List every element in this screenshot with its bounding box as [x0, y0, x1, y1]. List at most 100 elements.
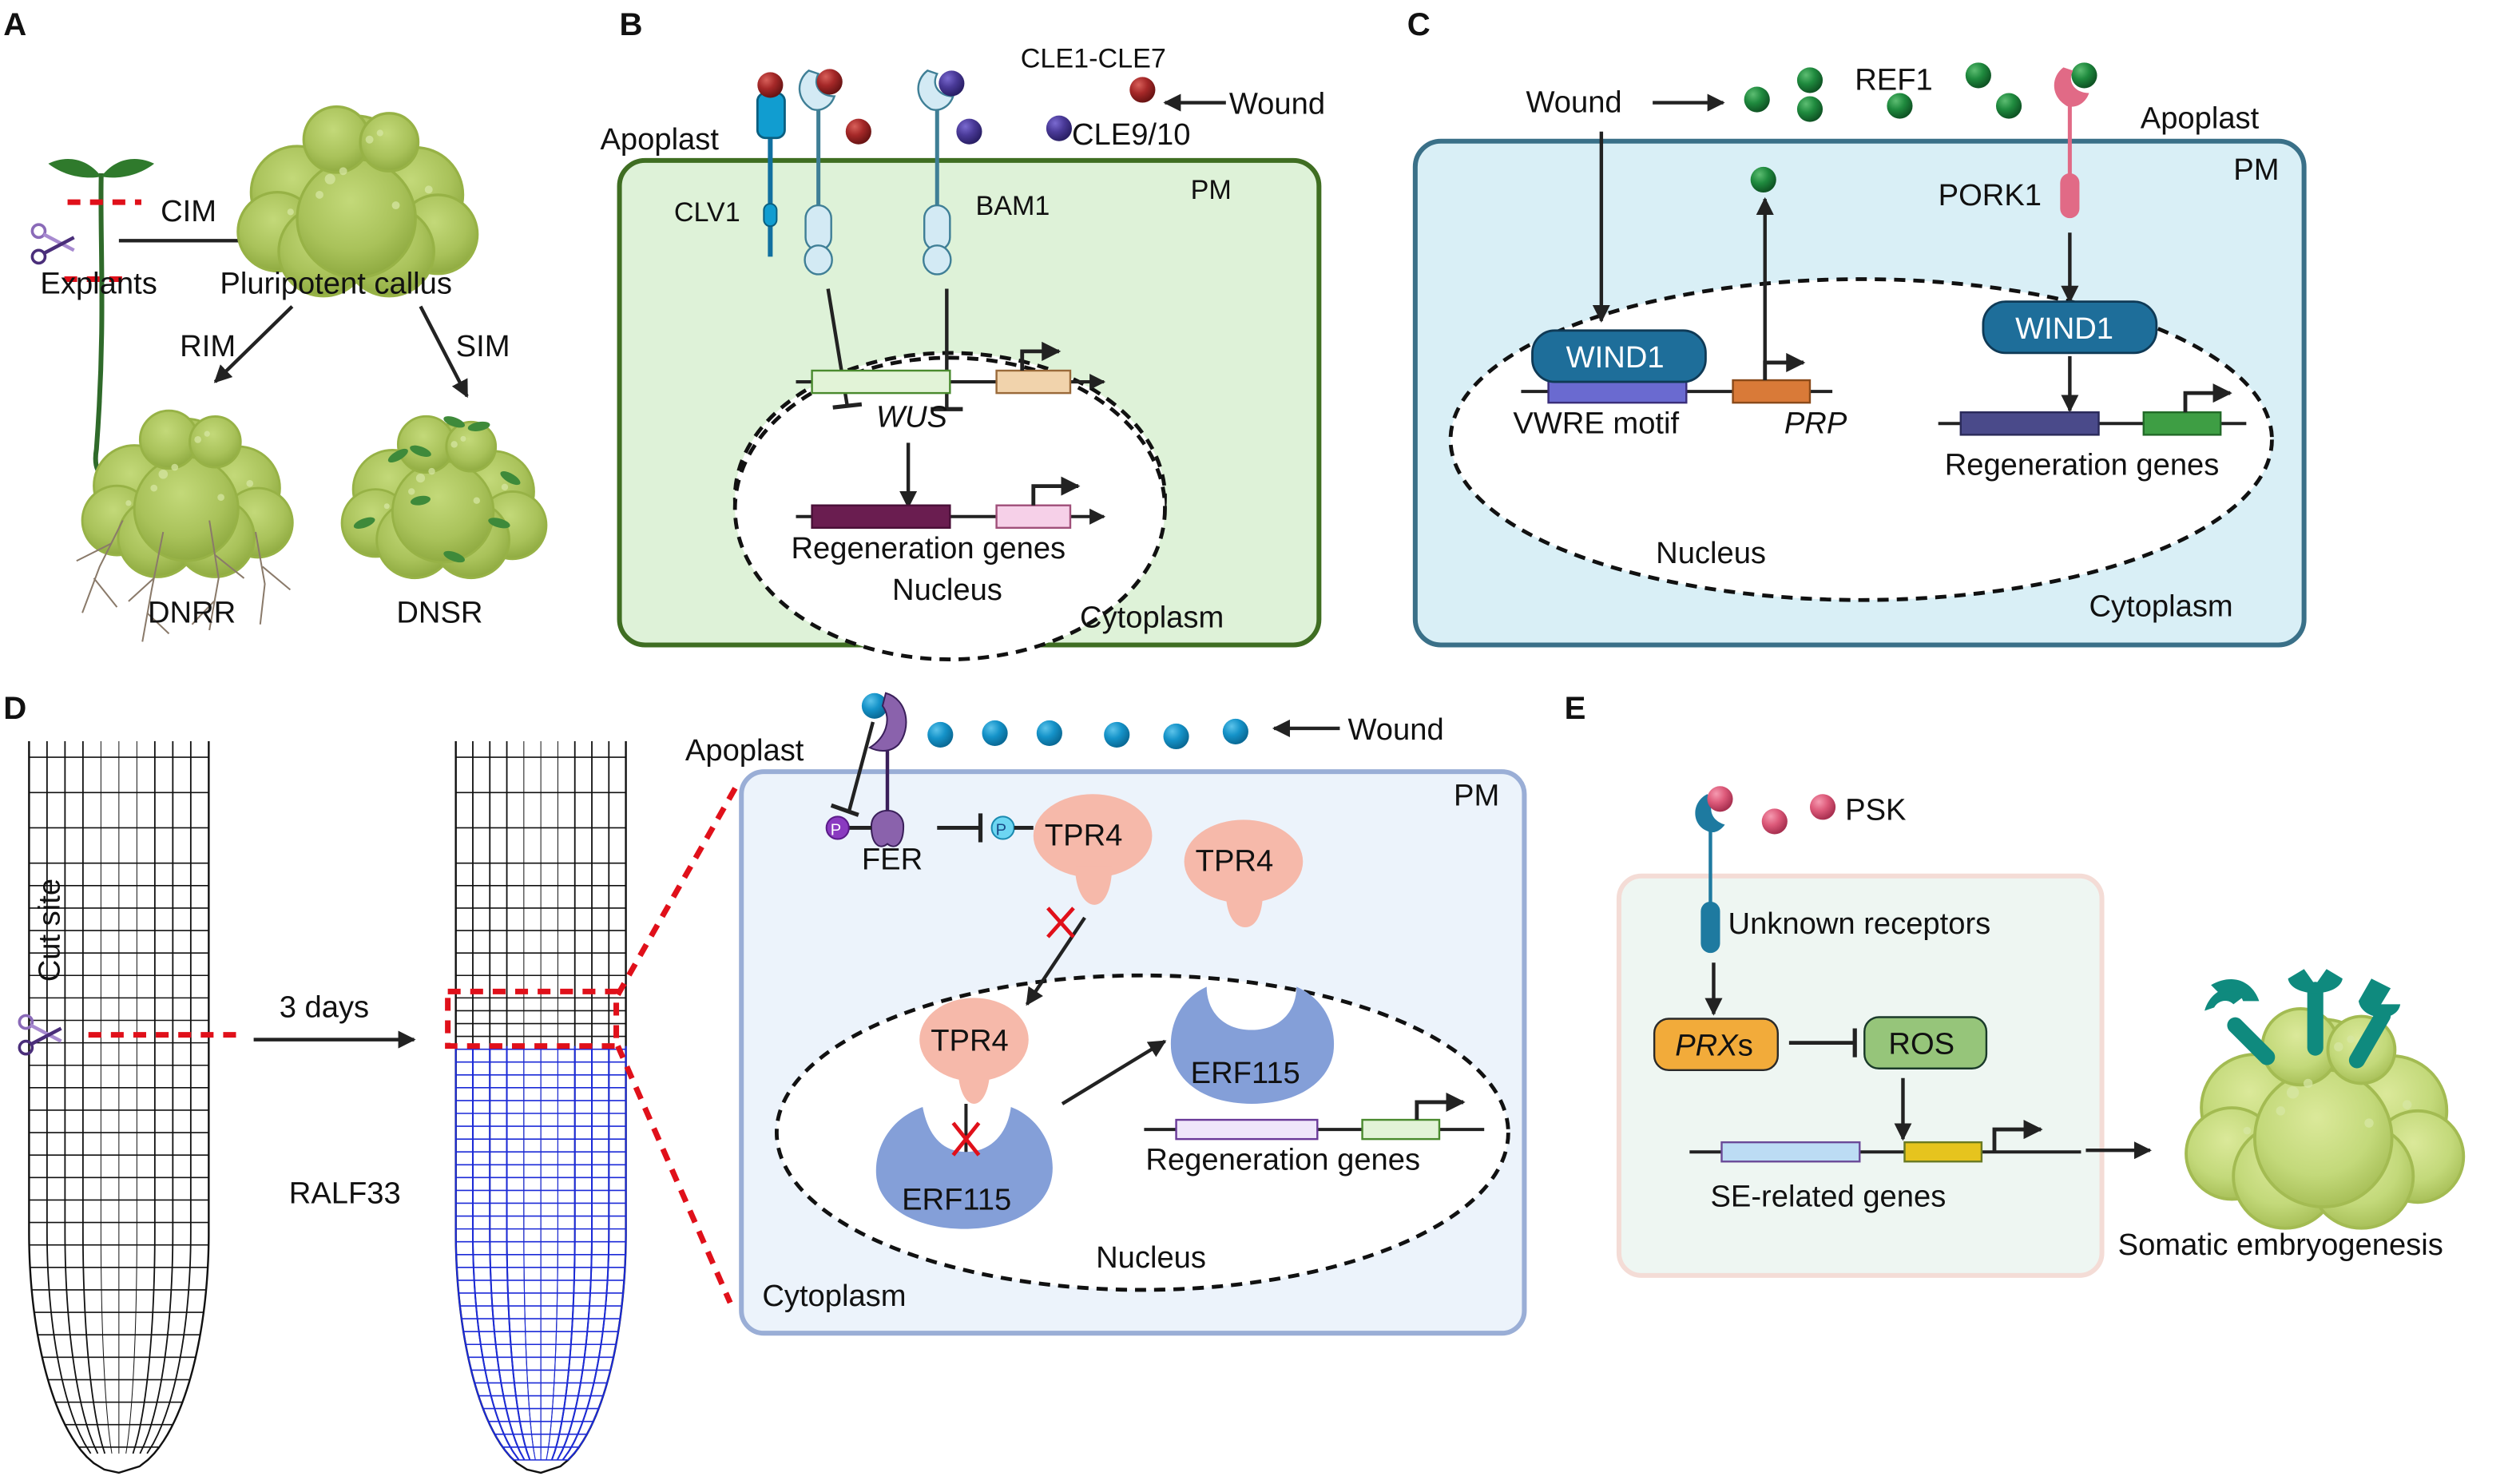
pm-label: PM	[2233, 153, 2279, 187]
regeneration-genes-label: Regeneration genes	[1945, 448, 2220, 482]
inhibition-line	[847, 721, 875, 812]
wind1-label: WIND1	[1566, 340, 1665, 375]
tpr4-protein	[919, 998, 1029, 1104]
pm-label: PM	[1454, 778, 1499, 812]
root-cell-file	[139, 740, 174, 1454]
vwre-motif-box	[1547, 379, 1688, 404]
root-cell-file	[562, 1046, 610, 1461]
cle9-10-peptide	[939, 70, 965, 97]
root-cell-file	[566, 740, 610, 1454]
panel-letter-e: E	[1565, 690, 1586, 726]
erf115-label: ERF115	[1191, 1056, 1300, 1090]
somatic-embryogenesis-label: Somatic embryogenesis	[2118, 1228, 2443, 1262]
cell-membrane-box	[1616, 873, 2105, 1278]
dnrr-label: DNRR	[148, 595, 236, 629]
root-cell-file	[560, 740, 593, 1454]
fer-receptor	[867, 692, 907, 847]
wound-label: Wound	[1347, 712, 1443, 747]
pork1-receptor	[2054, 67, 2089, 219]
root-tip-after-regeneration	[454, 740, 627, 1474]
somatic-embryo-callus-image	[2185, 1007, 2466, 1230]
vwre-motif-label: VWRE motif	[1513, 406, 1679, 440]
unknown-receptors-label: Unknown receptors	[1728, 907, 1991, 941]
rim-label: RIM	[180, 329, 236, 363]
pm-label: PM	[1191, 175, 1232, 205]
panel-c: C Wound REF1 Apoplast PM PORK1	[1407, 6, 2307, 648]
promoter-box	[995, 369, 1072, 395]
dnsr-label: DNSR	[396, 595, 482, 629]
regeneration-genes-label: Regeneration genes	[791, 531, 1066, 565]
root-cell-file	[81, 740, 106, 1454]
root-cell-file	[553, 740, 576, 1454]
cytoplasm-label: Cytoplasm	[1080, 600, 1224, 634]
prp-label: PRP	[1784, 406, 1847, 440]
phospho-label: P	[996, 822, 1006, 839]
nucleus-label: Nucleus	[892, 573, 1002, 607]
dnrr-callus-with-roots-image	[76, 409, 294, 642]
panel-b: B Apoplast PM CLV1 BAM1	[600, 6, 1325, 661]
block-x-icon	[1046, 907, 1075, 938]
apoplast-label: Apoplast	[2141, 101, 2260, 136]
panel-letter-c: C	[1407, 6, 1431, 42]
root-cell-file	[546, 1046, 559, 1460]
ralf33-peptides	[861, 692, 1248, 750]
regeneration-gene-box	[811, 504, 951, 530]
apoplast-label: Apoplast	[685, 733, 804, 768]
root-outline	[28, 740, 210, 1474]
wound-label: Wound	[1526, 85, 1621, 120]
erf115-label: ERF115	[902, 1183, 1011, 1217]
wound-label: Wound	[1229, 87, 1325, 121]
activation-arrow	[1061, 1039, 1167, 1105]
pork1-label: PORK1	[1939, 178, 2042, 212]
tpr4-label: TPR4	[1045, 819, 1123, 853]
panel-letter-a: A	[3, 6, 26, 42]
wind1-label: WIND1	[2015, 311, 2113, 346]
wus-label: WUS	[876, 399, 948, 434]
cytoplasm-label: Cytoplasm	[762, 1279, 906, 1313]
sim-arrow	[419, 305, 469, 399]
promoter-box	[1903, 1141, 1983, 1163]
regeneration-genes-label: Regeneration genes	[1145, 1142, 1420, 1176]
transcription-arrow-icon	[1415, 1092, 1466, 1121]
wus-gene-box	[811, 369, 951, 395]
translocation-arrow	[1025, 916, 1086, 1006]
root-cell-file	[556, 1046, 593, 1461]
psk-peptide	[1809, 794, 1836, 820]
root-tip-before-cut	[28, 740, 210, 1474]
transcription-arrow-icon	[1763, 352, 1806, 381]
cle9-10-label: CLE9/10	[1072, 117, 1191, 152]
cle-peptide	[845, 118, 871, 145]
phospho-label: P	[831, 822, 841, 839]
transcription-arrow-icon	[1031, 476, 1081, 506]
explants-label: Explants	[40, 267, 157, 301]
regeneration-gene-box	[1959, 411, 2100, 436]
scissors-icon	[18, 1014, 62, 1056]
root-cell-file	[489, 1046, 526, 1461]
cim-label: CIM	[161, 194, 216, 228]
psk-peptide	[1761, 808, 1788, 835]
ros-label: ROS	[1888, 1027, 1954, 1061]
tpr4-protein	[1184, 819, 1304, 927]
prxs-label: PRXs	[1675, 1029, 1753, 1063]
prxs-node	[1653, 1018, 1780, 1071]
se-gene-box	[1720, 1141, 1861, 1163]
bam1-receptor	[917, 69, 955, 276]
root-cell-file	[567, 1046, 627, 1461]
panel-letter-b: B	[620, 6, 643, 42]
ref1-label: REF1	[1855, 62, 1933, 97]
root-cell-file	[125, 740, 137, 1454]
nucleus-label: Nucleus	[1096, 1240, 1206, 1275]
root-cell-file	[523, 1046, 536, 1460]
root-cell-file	[132, 740, 156, 1454]
phospho-site-icon	[825, 815, 850, 840]
cytoplasm-label: Cytoplasm	[2089, 589, 2232, 623]
psk-label: PSK	[1845, 792, 1907, 827]
promoter-box	[995, 504, 1072, 530]
root-cell-file	[454, 1046, 514, 1461]
root-cell-file	[472, 740, 515, 1454]
bam-receptor-1	[798, 69, 836, 276]
tpr4-label: TPR4	[1196, 844, 1274, 879]
clv1-label: CLV1	[674, 197, 740, 228]
cut-site-label: Cut site	[33, 879, 67, 982]
embryo-receptor-icons	[2204, 969, 2401, 1069]
